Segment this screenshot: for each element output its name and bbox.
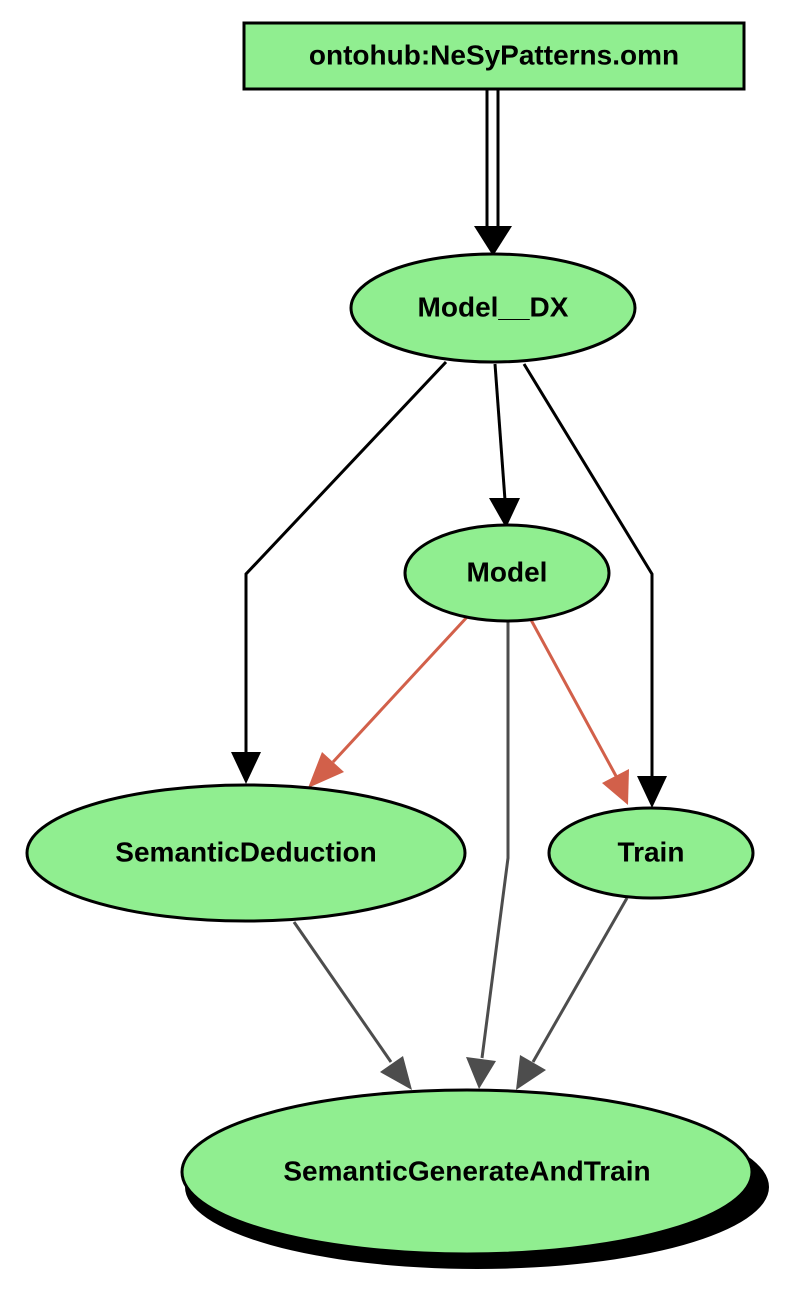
arrowhead bbox=[380, 1056, 412, 1090]
arrowhead bbox=[308, 752, 344, 788]
node-label: SemanticDeduction bbox=[115, 837, 376, 868]
node-ellipse bbox=[403, 523, 611, 623]
node-train[interactable]: Train bbox=[547, 806, 755, 900]
node-label: Model bbox=[467, 557, 548, 588]
edge-line bbox=[522, 363, 654, 778]
node-label: SemanticGenerateAndTrain bbox=[283, 1156, 650, 1187]
arrowhead bbox=[602, 769, 629, 805]
edge-line bbox=[331, 614, 470, 764]
edge-semantic-deduction-to-semantic-generate-and-train bbox=[292, 921, 412, 1090]
node-ellipse bbox=[25, 783, 467, 923]
edge-model-dx-to-model bbox=[489, 363, 520, 528]
node-source[interactable]: ontohub:NeSyPatterns.omn bbox=[242, 21, 746, 91]
edges bbox=[231, 90, 667, 1090]
edge-train-to-semantic-generate-and-train bbox=[516, 897, 629, 1090]
arrowhead bbox=[489, 498, 520, 528]
edge-line bbox=[292, 921, 393, 1063]
edge-model-to-semantic-generate-and-train bbox=[466, 621, 510, 1089]
node-ellipse bbox=[547, 806, 755, 900]
arrowhead bbox=[231, 752, 261, 784]
edge-source-to-model-dx bbox=[474, 90, 512, 256]
node-semantic-deduction[interactable]: SemanticDeduction bbox=[25, 783, 467, 923]
edge-line bbox=[531, 897, 629, 1063]
edge-line bbox=[528, 617, 618, 777]
node-label: Train bbox=[618, 837, 685, 868]
node-label: Model__DX bbox=[418, 292, 569, 323]
node-model[interactable]: Model bbox=[403, 523, 611, 623]
node-semantic-generate-and-train[interactable]: SemanticGenerateAndTrain bbox=[180, 1088, 769, 1269]
edge-model-dx-to-semantic-deduction bbox=[231, 360, 448, 784]
edge-model-to-semantic-deduction bbox=[308, 614, 470, 788]
nodes: ontohub:NeSyPatterns.omn Model__DX Model… bbox=[25, 21, 769, 1269]
arrowhead bbox=[474, 226, 512, 256]
arrowhead bbox=[466, 1057, 496, 1089]
node-box bbox=[242, 21, 746, 91]
edge-line bbox=[493, 363, 507, 501]
node-model-dx[interactable]: Model__DX bbox=[349, 252, 637, 364]
arrowhead bbox=[637, 776, 667, 808]
node-label: ontohub:NeSyPatterns.omn bbox=[309, 40, 679, 71]
edge-model-dx-to-train bbox=[522, 363, 667, 808]
node-ellipse bbox=[349, 252, 637, 364]
edge-line bbox=[244, 360, 448, 754]
edge-model-to-train bbox=[528, 617, 629, 805]
arrowhead bbox=[516, 1055, 546, 1090]
node-ellipse bbox=[180, 1088, 754, 1256]
edge-line bbox=[480, 621, 510, 1059]
